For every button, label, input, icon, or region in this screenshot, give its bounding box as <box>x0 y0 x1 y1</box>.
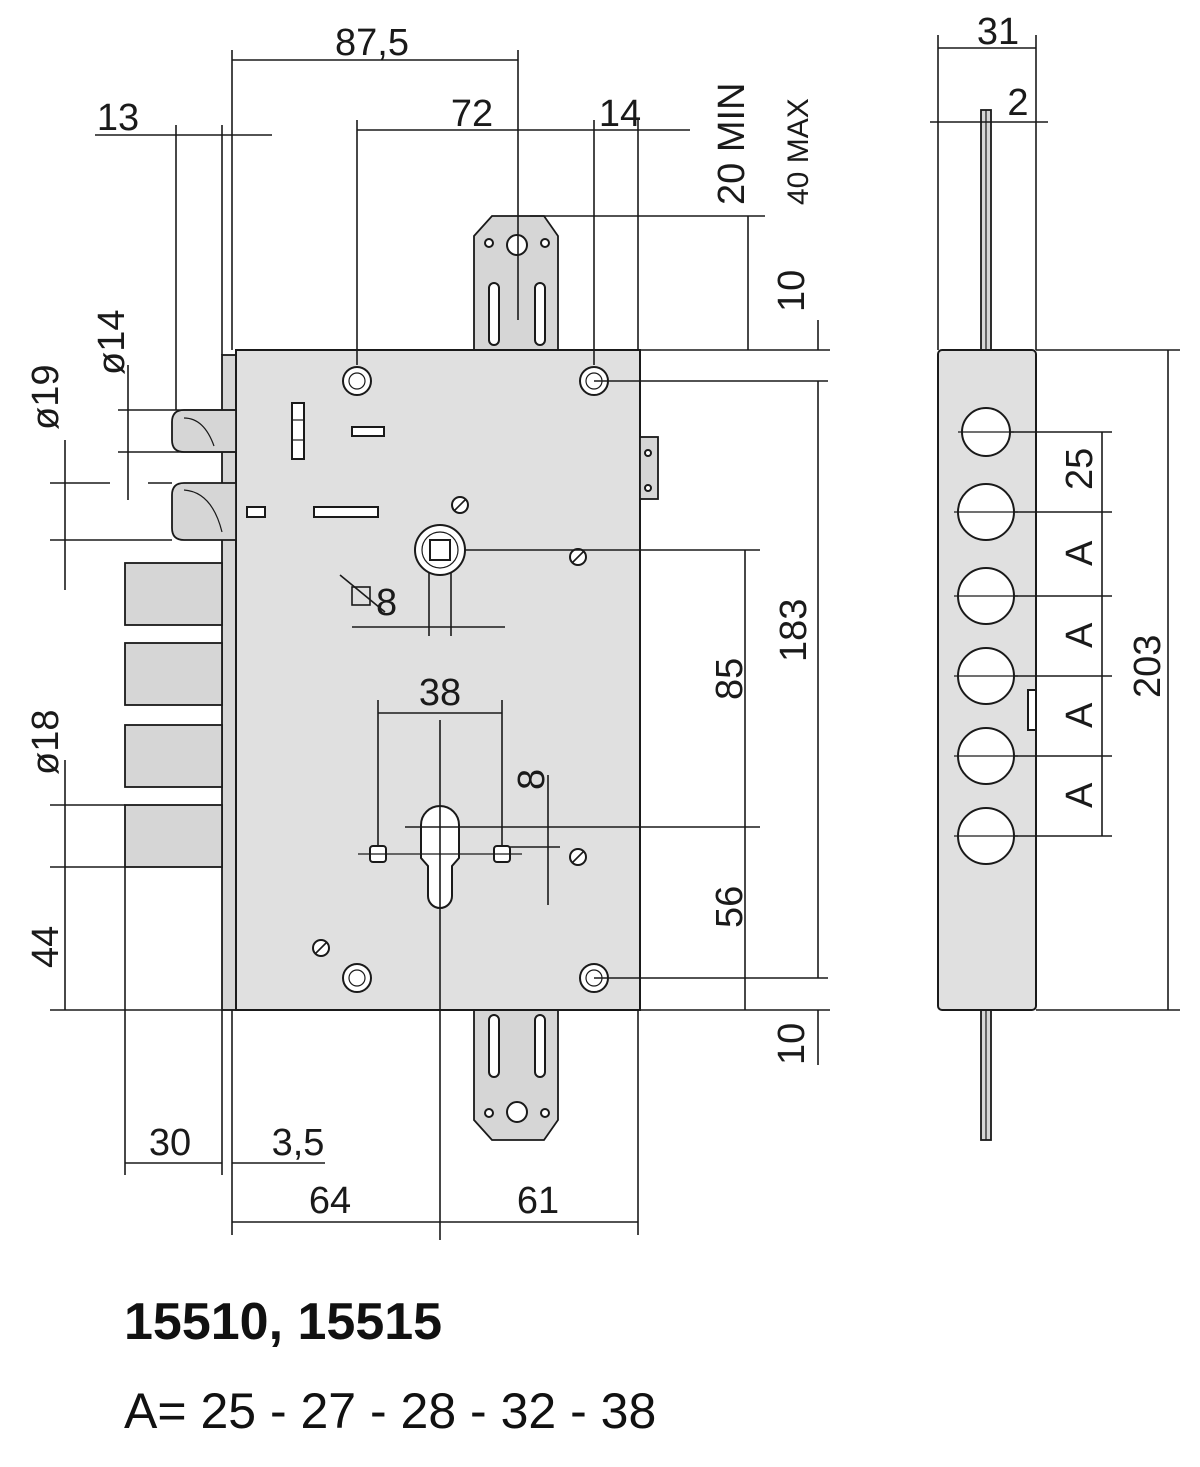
square-spindle-icon <box>351 586 371 606</box>
front-dimension-lines <box>50 50 830 1240</box>
latch-bolts <box>171 409 237 541</box>
slot-small <box>246 506 266 518</box>
top-strike-plate <box>473 215 559 351</box>
dim-8: 8 <box>511 769 553 790</box>
dim-square-8: 8 <box>376 582 397 624</box>
slot-vertical <box>291 402 305 460</box>
dim-61: 61 <box>517 1180 559 1222</box>
dim-14: 14 <box>599 93 641 135</box>
dim-a-4: A <box>1059 782 1101 808</box>
dim-64: 64 <box>309 1180 351 1222</box>
dim-87-5: 87,5 <box>335 22 409 64</box>
dim-40-max: 40 MAX <box>782 98 815 205</box>
dim-a-2: A <box>1059 622 1101 648</box>
dim-20-min: 20 MIN <box>711 83 753 205</box>
dim-30: 30 <box>149 1122 191 1164</box>
slot-long <box>313 506 379 518</box>
dim-10-bottom: 10 <box>771 1023 813 1065</box>
lock-technical-drawing: 87,5 72 14 13 20 MIN 40 MAX 10 ø14 ø19 8… <box>25 11 1180 1240</box>
dim-13: 13 <box>97 97 139 139</box>
dim-183: 183 <box>773 599 815 662</box>
model-numbers: 15510, 15515 <box>124 1293 443 1351</box>
dim-31: 31 <box>977 11 1019 53</box>
dim-85: 85 <box>709 658 751 700</box>
dim-d19: ø19 <box>25 365 67 430</box>
dim-3-5: 3,5 <box>272 1122 325 1164</box>
dim-a-1: A <box>1059 540 1101 566</box>
dim-2: 2 <box>1007 82 1028 124</box>
dim-72: 72 <box>451 93 493 135</box>
dim-a-3: A <box>1059 702 1101 728</box>
dim-10-top: 10 <box>771 270 813 312</box>
front-view: 87,5 72 14 13 20 MIN 40 MAX 10 ø14 ø19 8… <box>25 22 830 1240</box>
bottom-strike-plate <box>473 1009 559 1141</box>
dim-d14: ø14 <box>91 310 133 375</box>
dim-25: 25 <box>1059 448 1101 490</box>
dim-56: 56 <box>709 886 751 928</box>
deadbolts <box>124 562 223 868</box>
side-dimension-lines <box>930 35 1180 1011</box>
dim-203: 203 <box>1127 635 1169 698</box>
dim-44: 44 <box>25 926 67 968</box>
dim-d18: ø18 <box>25 710 67 775</box>
dim-38: 38 <box>419 672 461 714</box>
slot-horizontal <box>351 426 385 437</box>
screws <box>312 496 587 957</box>
a-values: A= 25 - 27 - 28 - 32 - 38 <box>124 1383 657 1439</box>
side-view: 31 2 25 A A A A 203 <box>930 11 1180 1141</box>
faceplate <box>221 354 237 1011</box>
